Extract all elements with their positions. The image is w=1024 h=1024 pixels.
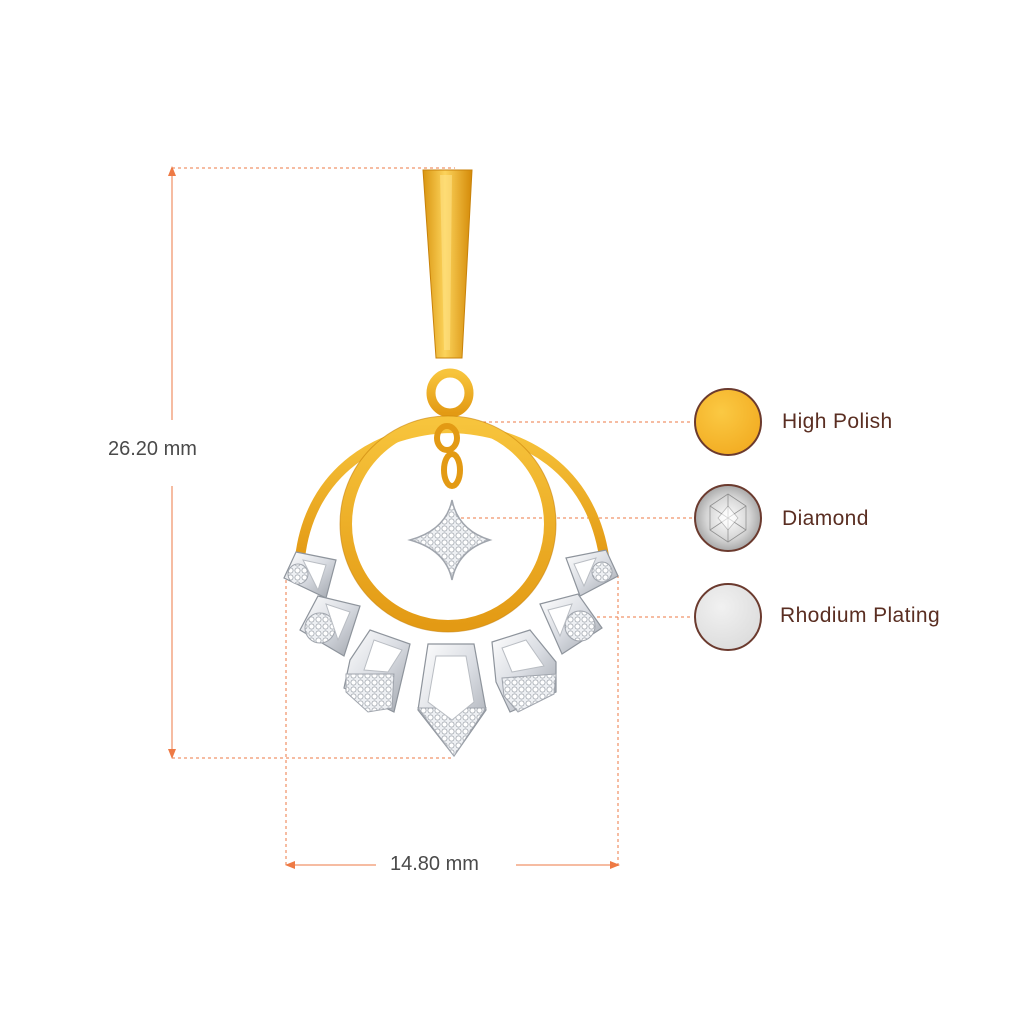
arrow-up (168, 166, 176, 176)
height-dimension-label: 26.20 mm (102, 438, 203, 461)
swatch-rhodium-icon (694, 583, 762, 651)
jump-ring (426, 368, 474, 418)
width-dimension-label: 14.80 mm (384, 853, 485, 876)
legend-label-high-polish: High Polish (782, 410, 893, 433)
center-star (407, 499, 493, 581)
bail-highlight (440, 175, 452, 350)
arrow-down (168, 749, 176, 759)
connector-loop-drop (441, 451, 463, 489)
main-ring-outline (339, 415, 557, 633)
swatch-diamond-icon (694, 484, 762, 552)
petal-fan (283, 549, 619, 758)
petal-2 (299, 595, 361, 657)
center-star-pave (407, 499, 493, 581)
legend-label-rhodium-plating: Rhodium Plating (780, 604, 941, 627)
petal-7 (565, 549, 619, 597)
legend-label-diamond: Diamond (782, 507, 869, 530)
petal-6 (539, 593, 603, 655)
main-ring (340, 416, 556, 632)
petal-1 (283, 551, 337, 599)
dimension-lines (171, 167, 692, 866)
connector-loop-top (434, 423, 460, 453)
swatch-high-polish-icon (694, 388, 762, 456)
petal-4 (417, 643, 487, 758)
petal-3 (343, 629, 411, 713)
arrow-right (610, 861, 620, 869)
dimension-arrowheads (168, 166, 620, 869)
pendant (283, 169, 619, 758)
petal-5 (491, 629, 557, 713)
legend-swatches (694, 388, 762, 651)
arrow-left (285, 861, 295, 869)
